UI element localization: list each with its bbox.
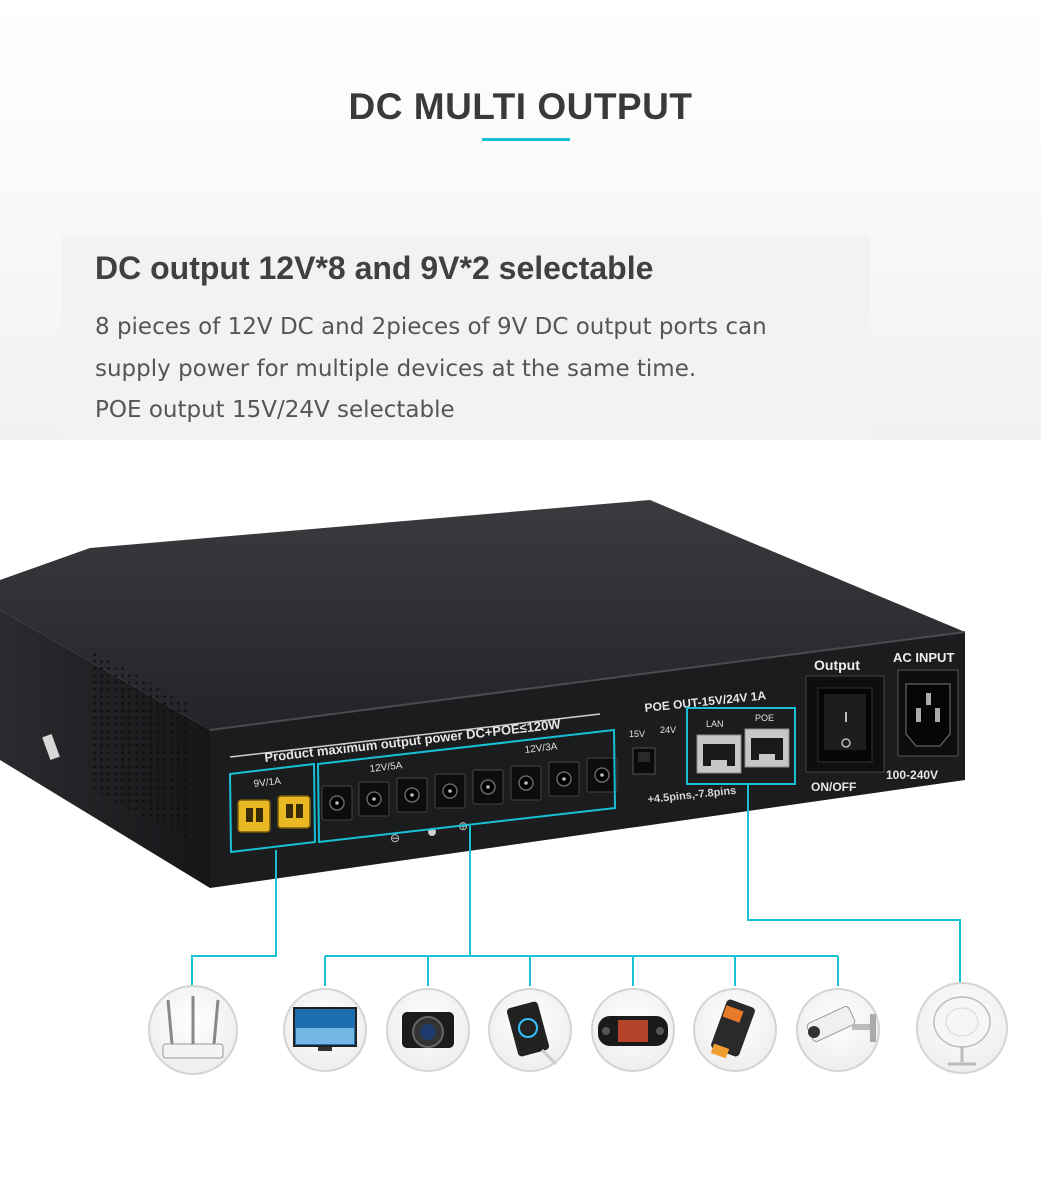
- router-icon: [148, 985, 238, 1075]
- voltage-label: 100-240V: [886, 768, 938, 782]
- connector-lines: [191, 784, 961, 988]
- ac-input-label: AC INPUT: [893, 650, 954, 665]
- port-9v-1: [237, 799, 271, 833]
- label-12v-5a: 12V/5A: [369, 760, 403, 775]
- svg-text:⊖: ⊖: [390, 831, 400, 845]
- label-9v: 9V/1A: [253, 776, 282, 790]
- description-line-1: 8 pieces of 12V DC and 2pieces of 9V DC …: [95, 314, 767, 340]
- output-label: Output: [814, 657, 860, 673]
- page-title: DC MULTI OUTPUT: [348, 86, 693, 127]
- poe-label: POE: [755, 713, 774, 723]
- description-line-2: supply power for multiple devices at the…: [95, 356, 697, 382]
- game-console-icon: [591, 988, 675, 1072]
- lan-label: LAN: [706, 719, 724, 729]
- smartphone-icon: [488, 988, 572, 1072]
- text-panel: [62, 236, 870, 440]
- label-12v-3a: 12V/3A: [524, 741, 558, 756]
- camera-icon: [386, 988, 470, 1072]
- highlight-boxes: [228, 707, 796, 854]
- switch-24v-label: 24V: [660, 725, 676, 735]
- on-off-label: ON/OFF: [811, 780, 856, 794]
- title-underline: [482, 138, 570, 141]
- tv-icon: [283, 988, 367, 1072]
- power-supply-device: Product maximum output power DC+POE≤120W…: [0, 500, 966, 888]
- section-heading: DC output 12V*8 and 9V*2 selectable: [95, 250, 654, 286]
- ac-inlet: [897, 669, 959, 757]
- dc-jacks-12v: [321, 757, 618, 821]
- lan-port: [696, 734, 742, 774]
- switch-15v-label: 15V: [629, 729, 645, 739]
- security-camera-icon: [796, 988, 880, 1072]
- vent-grille: [92, 650, 190, 842]
- poe-port: [744, 728, 790, 768]
- device-top: [0, 500, 965, 730]
- wireless-access-point-icon: [916, 982, 1008, 1074]
- pos-terminal-icon: [693, 988, 777, 1072]
- description-line-3: POE output 15V/24V selectable: [95, 397, 455, 423]
- port-9v-2: [277, 795, 311, 829]
- rocker-switch: [817, 687, 873, 763]
